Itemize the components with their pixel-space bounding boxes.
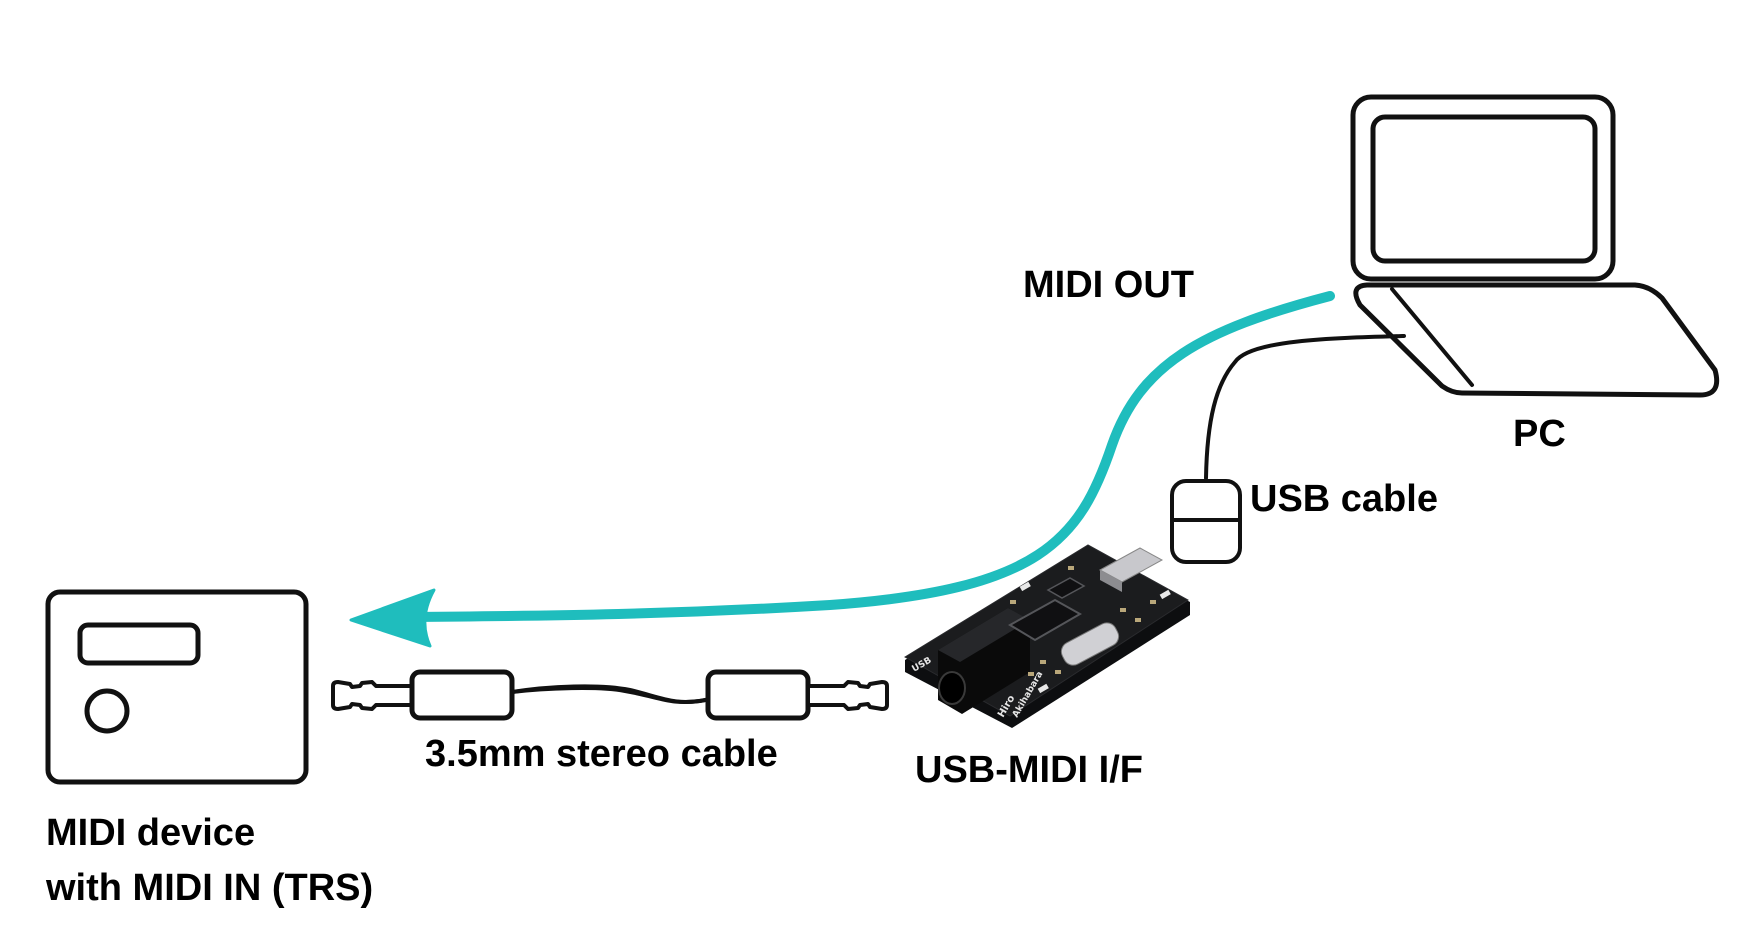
usb-plug-icon <box>1170 479 1242 564</box>
laptop-keyboard-base <box>1353 282 1720 398</box>
label-midi-device: MIDI device with MIDI IN (TRS) <box>46 806 373 916</box>
midi-device-knob <box>84 688 130 734</box>
crystal <box>1060 622 1120 666</box>
midi-device-display <box>77 622 201 666</box>
laptop-icon <box>1350 94 1720 398</box>
label-usb-cable: USB cable <box>1250 478 1438 520</box>
trs-plug-right-housing <box>705 669 811 721</box>
stereo-cable <box>331 669 889 721</box>
label-usb-midi-if: USB-MIDI I/F <box>915 749 1143 791</box>
label-midi-device-line1: MIDI device <box>46 812 256 854</box>
laptop-screen <box>1370 114 1598 264</box>
trs-plug-left-housing <box>409 669 515 721</box>
label-midi-out: MIDI OUT <box>1023 264 1194 306</box>
midi-device-icon <box>45 589 309 785</box>
laptop-screen-frame <box>1350 94 1616 282</box>
pcb-board-icon: USB Hiro Akihabara <box>904 544 1190 728</box>
midi-out-arrow-line <box>391 291 1335 622</box>
laptop-hinge <box>1390 287 1474 387</box>
label-midi-device-line2: with MIDI IN (TRS) <box>46 867 374 910</box>
midi-device-body <box>45 589 309 785</box>
ic-chip <box>1008 598 1083 642</box>
trs-plug-left <box>331 680 414 711</box>
trs-plug-right <box>806 680 889 711</box>
label-pc: PC <box>1513 413 1566 455</box>
midi-out-arrowhead <box>349 588 436 648</box>
usb-cable <box>1204 334 1406 480</box>
label-stereo-cable: 3.5mm stereo cable <box>425 733 778 775</box>
